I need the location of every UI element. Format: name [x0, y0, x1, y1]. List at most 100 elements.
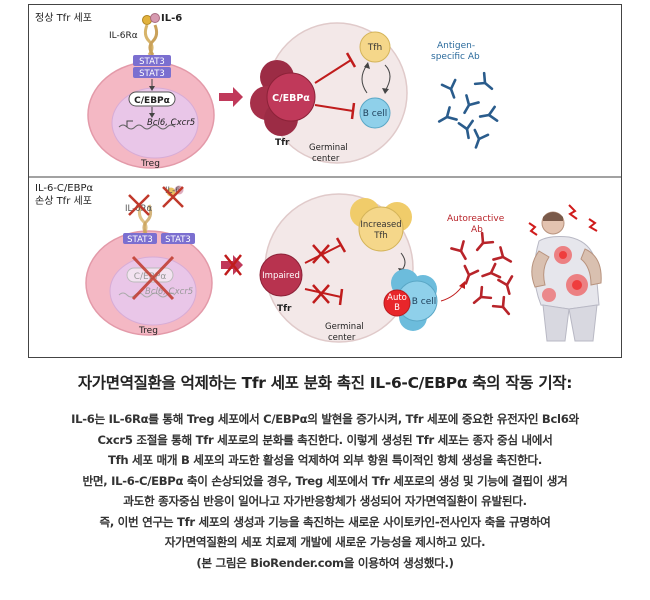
- increased-tfh-label: Increased: [360, 220, 401, 230]
- top-panel: 정상 Tfr 세포 IL-6 IL-6Rα STAT3 STAT3 C/EBPα…: [35, 12, 499, 169]
- inflammation-spot: [559, 251, 567, 259]
- cebpa-label: C/EBPα: [134, 96, 170, 106]
- pain-bolt-icon: [588, 218, 598, 232]
- inhibit-bcell-bar: [338, 288, 344, 306]
- increased-tfh-label: Tfh: [373, 231, 388, 241]
- caption-line: (본 그림은 BioRender.com을 이용하여 생성했다.): [196, 555, 454, 570]
- patient-leg-icon: [568, 304, 598, 342]
- antibody-icon: [440, 78, 457, 99]
- germinal-label: Germinal: [325, 322, 364, 332]
- antibody-icon: [463, 94, 480, 115]
- increased-tfh-cell: [358, 206, 404, 252]
- stat3-box: [133, 67, 171, 78]
- il6-label: IL-6: [161, 13, 182, 24]
- dna-icon: [118, 124, 176, 130]
- dna-icon: [118, 292, 176, 298]
- il6-ligand-icon: [150, 13, 160, 23]
- il6ra-receptor-icon: [148, 24, 159, 56]
- autoreactive-antibodies: [450, 231, 514, 316]
- stat3-label: STAT3: [165, 235, 191, 245]
- tfh-label: Tfh: [367, 43, 382, 53]
- antibody-icon: [491, 295, 511, 316]
- antibody-icon: [463, 264, 480, 285]
- antibody-icon: [478, 105, 499, 122]
- stat3-box: [123, 233, 157, 244]
- il6-blocked-x-icon: [162, 186, 184, 208]
- inhibit-tfh-bar: [335, 237, 347, 253]
- inhibit-tfh-line: [314, 59, 352, 84]
- treg-label: Treg: [140, 159, 160, 169]
- blocked-x-icon: [131, 255, 175, 301]
- bottom-panel: IL-6-C/EBPα 손상 Tfr 세포 IL-6 IL-6Rα STAT3 …: [35, 183, 602, 343]
- caption-body: IL-6는 IL-6Rα를 통해 Treg 세포에서 C/EBPα의 발현을 증…: [0, 409, 650, 573]
- antibody-icon: [472, 285, 493, 305]
- inhibit-tfh-bar: [345, 52, 357, 68]
- stat3-label: STAT3: [139, 69, 165, 79]
- antibody-icon: [492, 246, 513, 263]
- antigen-specific-antibodies: [437, 71, 499, 149]
- inflammation-spot: [542, 288, 556, 302]
- autoreactive-ab-label: Ab: [471, 225, 483, 235]
- patient-arm-icon: [580, 248, 602, 286]
- patient-arm-icon: [531, 250, 550, 288]
- cebpa-arrow-head: [149, 113, 155, 118]
- antibody-icon: [437, 106, 458, 123]
- genes-label: Bcl6, Cxcr5: [145, 287, 193, 297]
- cebpa-box: [128, 91, 176, 107]
- failed-inhibit-x-icon: [312, 284, 330, 304]
- inflammation-spot: [572, 280, 582, 290]
- auto-b-label: Auto: [387, 293, 407, 303]
- il6-label: IL-6: [165, 186, 181, 196]
- inhibit-tfh-line: [304, 244, 342, 264]
- tfr-label: Tfr: [275, 138, 290, 148]
- tfr-label: Tfr: [277, 304, 292, 314]
- caption-title: 자가면역질환을 억제하는 Tfr 세포 분화 촉진 IL-6-C/EBPα 축의…: [77, 374, 573, 392]
- failed-inhibit-x-icon: [312, 244, 330, 264]
- tfr-cebpa-label: C/EBPα: [272, 93, 310, 104]
- cycle-arrow-head: [364, 62, 370, 69]
- caption-line: 자가면역질환의 세포 치료제 개발에 새로운 가능성을 제시하고 있다.: [164, 535, 486, 549]
- antibody-icon: [475, 231, 495, 252]
- bcell-label: B cell: [363, 109, 388, 119]
- il6ra-label: IL-6Rα: [109, 31, 138, 41]
- secretion-arrow: [440, 284, 464, 302]
- figure-panel: 정상 Tfr 세포 IL-6 IL-6Rα STAT3 STAT3 C/EBPα…: [28, 4, 622, 358]
- il6ra-label: IL-6Rα: [125, 204, 152, 214]
- il6ra-receptor-icon: [142, 204, 153, 236]
- stat3-arrow-head: [149, 86, 155, 91]
- promoter-icon: [126, 120, 133, 127]
- antibody-icon: [450, 240, 467, 261]
- bcell: [359, 97, 391, 129]
- caption-line: Cxcr5 조절을 통해 Tfr 세포로의 분화를 촉진한다. 이렇게 생성된 …: [97, 432, 553, 447]
- stat3-box: [161, 233, 195, 244]
- treg-label: Treg: [138, 326, 158, 336]
- antibody-icon: [481, 262, 502, 279]
- inhibit-bcell-line: [314, 104, 354, 112]
- caption-line: 과도한 종자중심 반응이 일어나고 자가반응항체가 생성되어 자가면역질환이 유…: [123, 494, 527, 508]
- stat3-box: [133, 55, 171, 66]
- auto-b-cell: [383, 289, 411, 317]
- antigen-ab-label: specific Ab: [431, 52, 480, 62]
- caption-line: IL-6는 IL-6Rα를 통해 Treg 세포에서 C/EBPα의 발현을 증…: [71, 412, 579, 426]
- auto-b-label: B: [394, 303, 400, 313]
- inhibit-bcell-bar: [350, 102, 356, 120]
- caption-line: 반면, IL-6-C/EBPα 축이 손상되었을 경우, Treg 세포에서 T…: [82, 473, 568, 488]
- autoreactive-ab-label: Autoreactive: [447, 214, 505, 224]
- stat3-label: STAT3: [127, 235, 153, 245]
- patient-hair-icon: [543, 212, 563, 221]
- tfh-cell: [359, 31, 391, 63]
- top-panel-label: 정상 Tfr 세포: [35, 12, 92, 24]
- patient-leg-icon: [542, 304, 570, 342]
- antibody-icon: [497, 275, 514, 295]
- tfr-cell: [266, 72, 316, 122]
- germinal-label: center: [312, 154, 340, 164]
- antigen-ab-label: Antigen-: [437, 41, 475, 51]
- antibody-icon: [473, 71, 494, 91]
- genes-label: Bcl6, Cxcr5: [147, 118, 195, 128]
- secretion-arrow-head: [459, 281, 465, 289]
- differentiation-arrow-icon: [219, 87, 243, 107]
- impaired-label: Impaired: [262, 271, 300, 281]
- impaired-tfr-cell: [259, 253, 303, 297]
- caption-line: 즉, 이번 연구는 Tfr 세포의 생성과 기능을 촉진하는 새로운 사이토카인…: [99, 514, 551, 529]
- bottom-panel-label: 손상 Tfr 세포: [35, 195, 92, 207]
